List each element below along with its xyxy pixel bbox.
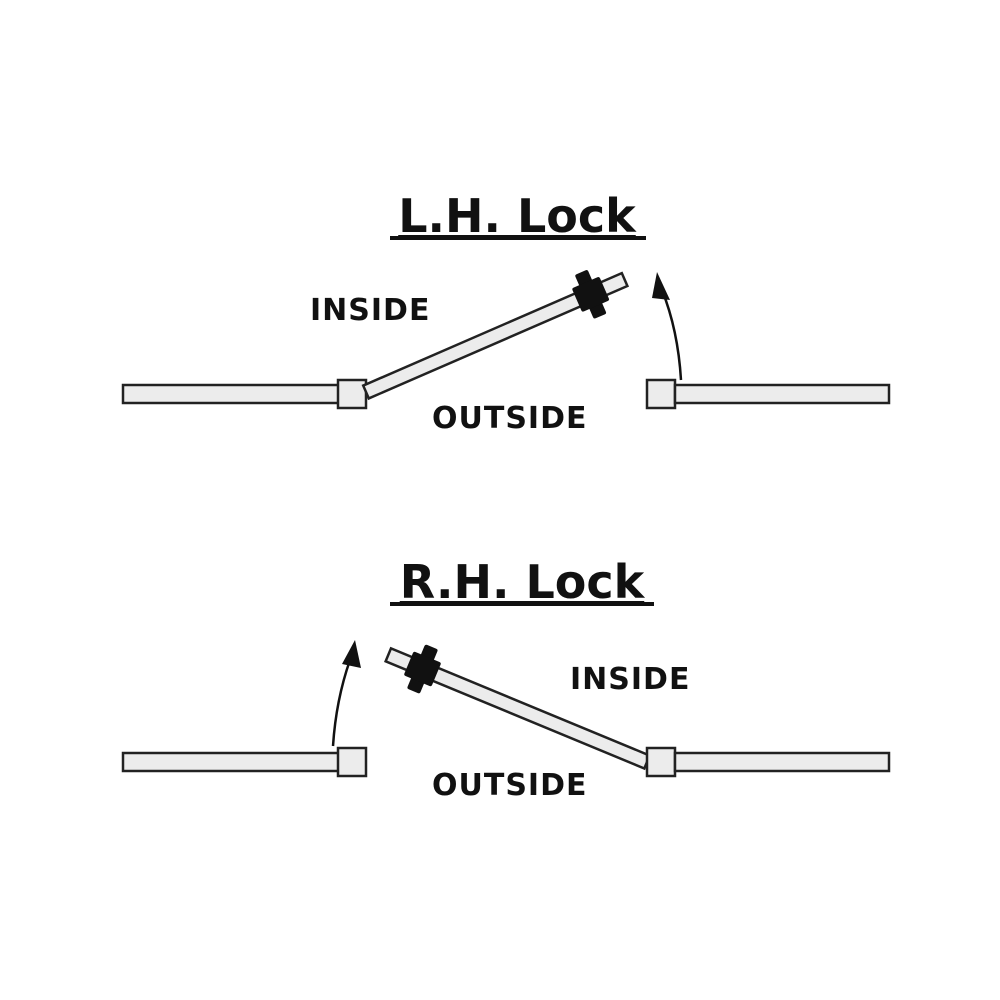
lh-right-wall (673, 383, 891, 405)
lh-outside-label: OUTSIDE (432, 401, 588, 436)
door-knob-icon (404, 644, 441, 694)
lh-lock-title: L.H. Lock (398, 189, 637, 243)
lh-left-wall (121, 383, 343, 405)
rh-right-wall (673, 751, 891, 773)
lh-door-leaf (361, 270, 630, 401)
swing-arrow-icon (652, 272, 683, 381)
rh-inside-label: INSIDE (570, 662, 690, 697)
rh-strike-jamb (336, 746, 368, 778)
door-knob-icon (572, 270, 609, 319)
swing-arrow-icon (331, 640, 361, 747)
rh-hinge (645, 746, 677, 778)
lh-hinge (336, 378, 368, 410)
rh-outside-label: OUTSIDE (432, 768, 588, 803)
rh-door-leaf (384, 644, 652, 771)
rh-lock-diagram: R.H. Lock INSIDE (121, 555, 891, 803)
lh-lock-diagram: L.H. Lock INSIDE (121, 189, 891, 436)
lh-door-panel (361, 271, 630, 401)
rh-left-wall (121, 751, 343, 773)
lh-strike-jamb (645, 378, 677, 410)
rh-lock-title: R.H. Lock (400, 555, 646, 609)
lh-inside-label: INSIDE (310, 293, 430, 328)
